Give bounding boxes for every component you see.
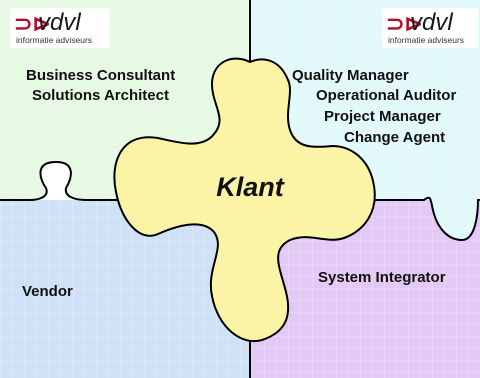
role-top-right-3: Project Manager [324,108,441,125]
logo-mark-icon: ⊃⊳ [14,11,51,36]
role-bottom-left: Vendor [22,283,73,300]
role-top-right-2: Operational Auditor [316,87,457,104]
logo-name: vdvl [410,9,453,36]
role-bottom-right: System Integrator [318,269,446,286]
logo-mark-icon: ⊃⊳ [386,11,423,36]
logo-tagline: informatie adviseurs [16,35,93,45]
brand-logo-right: ⊃⊳ vdvl informatie adviseurs [382,8,478,48]
role-top-left-2: Solutions Architect [32,87,169,104]
role-top-right-4: Change Agent [344,129,446,146]
logo-name: vdvl [38,9,81,36]
center-puzzle-piece [113,57,376,343]
center-label: Klant [216,172,284,202]
role-top-right-1: Quality Manager [292,67,409,84]
brand-logo-left: ⊃⊳ vdvl informatie adviseurs [10,8,110,48]
logo-tagline: informatie adviseurs [388,35,465,45]
role-top-left-1: Business Consultant [26,67,176,84]
